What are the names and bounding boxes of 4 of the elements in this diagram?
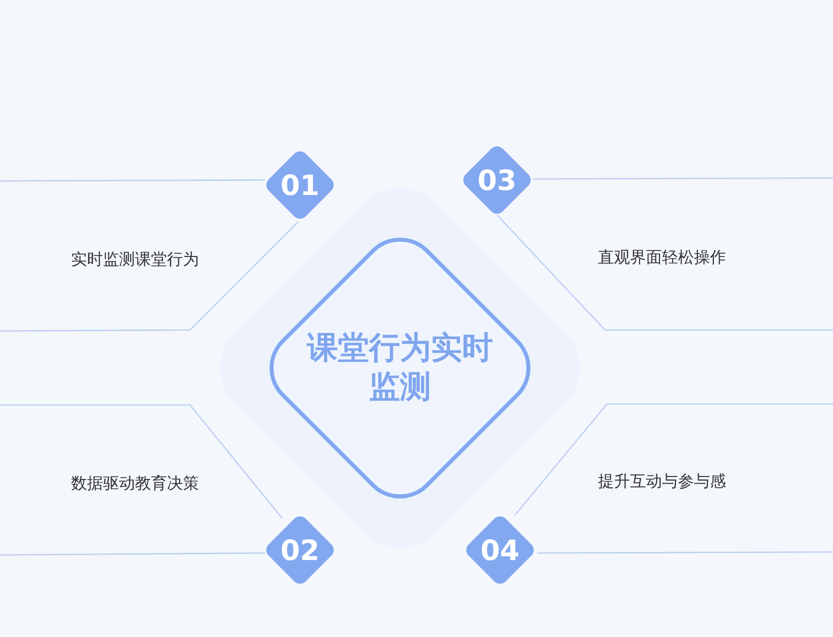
feature-text: 实时监测课堂行为 (71, 250, 199, 270)
feature-text: 提升互动与参与感 (598, 472, 726, 492)
feature-text: 直观界面轻松操作 (598, 248, 726, 268)
feature-text: 数据驱动教育决策 (71, 474, 199, 494)
